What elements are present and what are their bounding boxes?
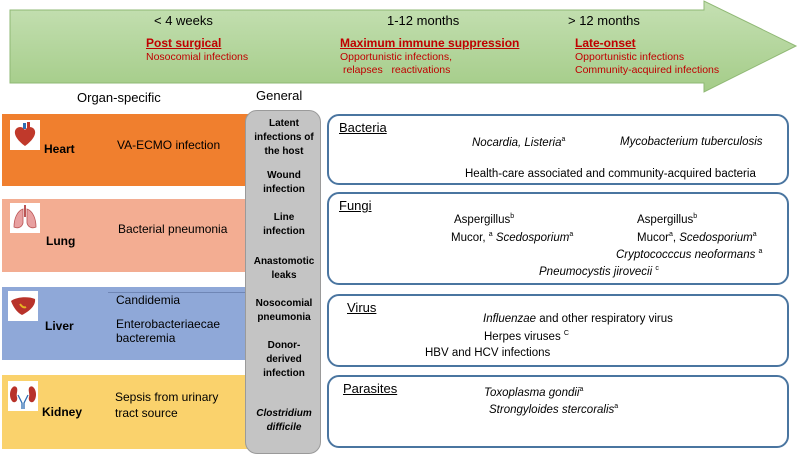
general-item: Latent infections of the host <box>254 118 314 157</box>
general-item: Line infection <box>263 212 305 237</box>
organ-text: Enterobacteriaecae <box>116 317 221 331</box>
fungi-line: Aspergillusb <box>637 213 698 226</box>
period-middle: 1-12 months Maximum immune suppression O… <box>340 13 519 77</box>
general-item: Clostridium difficile <box>256 408 312 433</box>
organ-text: Bacterial pneumonia <box>118 222 228 236</box>
general-item: Anastomotic leaks <box>253 256 315 281</box>
period-desc: Community-acquired infections <box>575 64 720 76</box>
period-title: Post surgical <box>146 36 222 50</box>
virus-line: Herpes viruses C <box>484 330 569 343</box>
bacteria-line: Mycobacterium tuberculosis <box>620 136 763 148</box>
organ-name: Heart <box>44 142 75 156</box>
heart-icon <box>10 120 40 150</box>
organ-specific-header: Organ-specific <box>77 90 161 105</box>
box-title: Virus <box>347 300 377 315</box>
period-desc: Nosocomial infections <box>146 51 249 63</box>
timeline-arrow <box>9 0 798 93</box>
general-column: Latent infections of the host Wound infe… <box>245 110 321 454</box>
organ-heart: Heart VA-ECMO infection <box>2 114 263 186</box>
parasites-box: Parasites Toxoplasma gondiia Strongyloid… <box>327 375 789 448</box>
kidney-icon <box>8 381 38 411</box>
lung-icon <box>10 203 40 233</box>
box-title: Parasites <box>343 381 398 396</box>
organ-lung: Lung Bacterial pneumonia <box>2 199 263 272</box>
fungi-line: Mucora, Scedosporiuma <box>637 231 757 244</box>
bacteria-line: Health-care associated and community-acq… <box>465 168 756 180</box>
organ-text: Candidemia <box>116 293 181 307</box>
fungi-line: Cryptococccus neoformans a <box>616 248 763 261</box>
fungi-box: Fungi Aspergillusb Aspergillusb Mucor, a… <box>327 192 789 285</box>
box-title: Fungi <box>339 198 372 213</box>
fungi-line: Mucor, a Scedosporiuma <box>451 231 574 244</box>
organ-text: tract source <box>115 406 178 420</box>
organ-text: Sepsis from urinary <box>115 390 219 404</box>
parasites-line: Toxoplasma gondiia <box>484 386 584 399</box>
period-title: Maximum immune suppression <box>340 36 520 50</box>
general-header: General <box>256 88 303 103</box>
period-desc: Opportunistic infections <box>575 51 685 63</box>
general-item: Wound infection <box>263 170 305 195</box>
organ-name: Liver <box>45 319 74 333</box>
organ-text: bacteremia <box>116 331 176 345</box>
period-label: 1-12 months <box>387 13 460 28</box>
fungi-line: Aspergillusb <box>454 213 515 226</box>
box-title: Bacteria <box>339 120 387 135</box>
organ-kidney: Kidney Sepsis from urinary tract source <box>2 375 263 449</box>
period-late: > 12 months Late-onset Opportunistic inf… <box>568 13 720 77</box>
virus-line: Influenzae and other respiratory virus <box>483 313 673 325</box>
general-item: Donor- derived infection <box>263 340 305 379</box>
virus-box: Virus Influenzae and other respiratory v… <box>327 294 789 367</box>
period-early: < 4 weeks Post surgical Nosocomial infec… <box>146 13 248 64</box>
organ-name: Lung <box>46 234 76 248</box>
bacteria-box: Bacteria Nocardia, Listeriaa Mycobacteri… <box>327 114 789 185</box>
period-label: < 4 weeks <box>154 13 213 28</box>
general-item: Nosocomial pneumonia <box>255 298 313 323</box>
organ-liver: Liver Candidemia Enterobacteriaecae bact… <box>2 287 263 360</box>
period-desc: relapses reactivations <box>343 64 451 76</box>
period-desc: Opportunistic infections, <box>340 51 453 63</box>
organ-text: VA-ECMO infection <box>117 138 221 152</box>
virus-line: HBV and HCV infections <box>425 347 551 359</box>
organ-name: Kidney <box>42 405 83 419</box>
bacteria-line: Nocardia, Listeriaa <box>472 136 566 149</box>
liver-icon <box>8 291 38 321</box>
fungi-line: Pneumocystis jirovecii c <box>539 265 659 278</box>
parasites-line: Strongyloides stercoralisa <box>489 403 619 416</box>
period-label: > 12 months <box>568 13 640 28</box>
period-title: Late-onset <box>575 36 636 50</box>
